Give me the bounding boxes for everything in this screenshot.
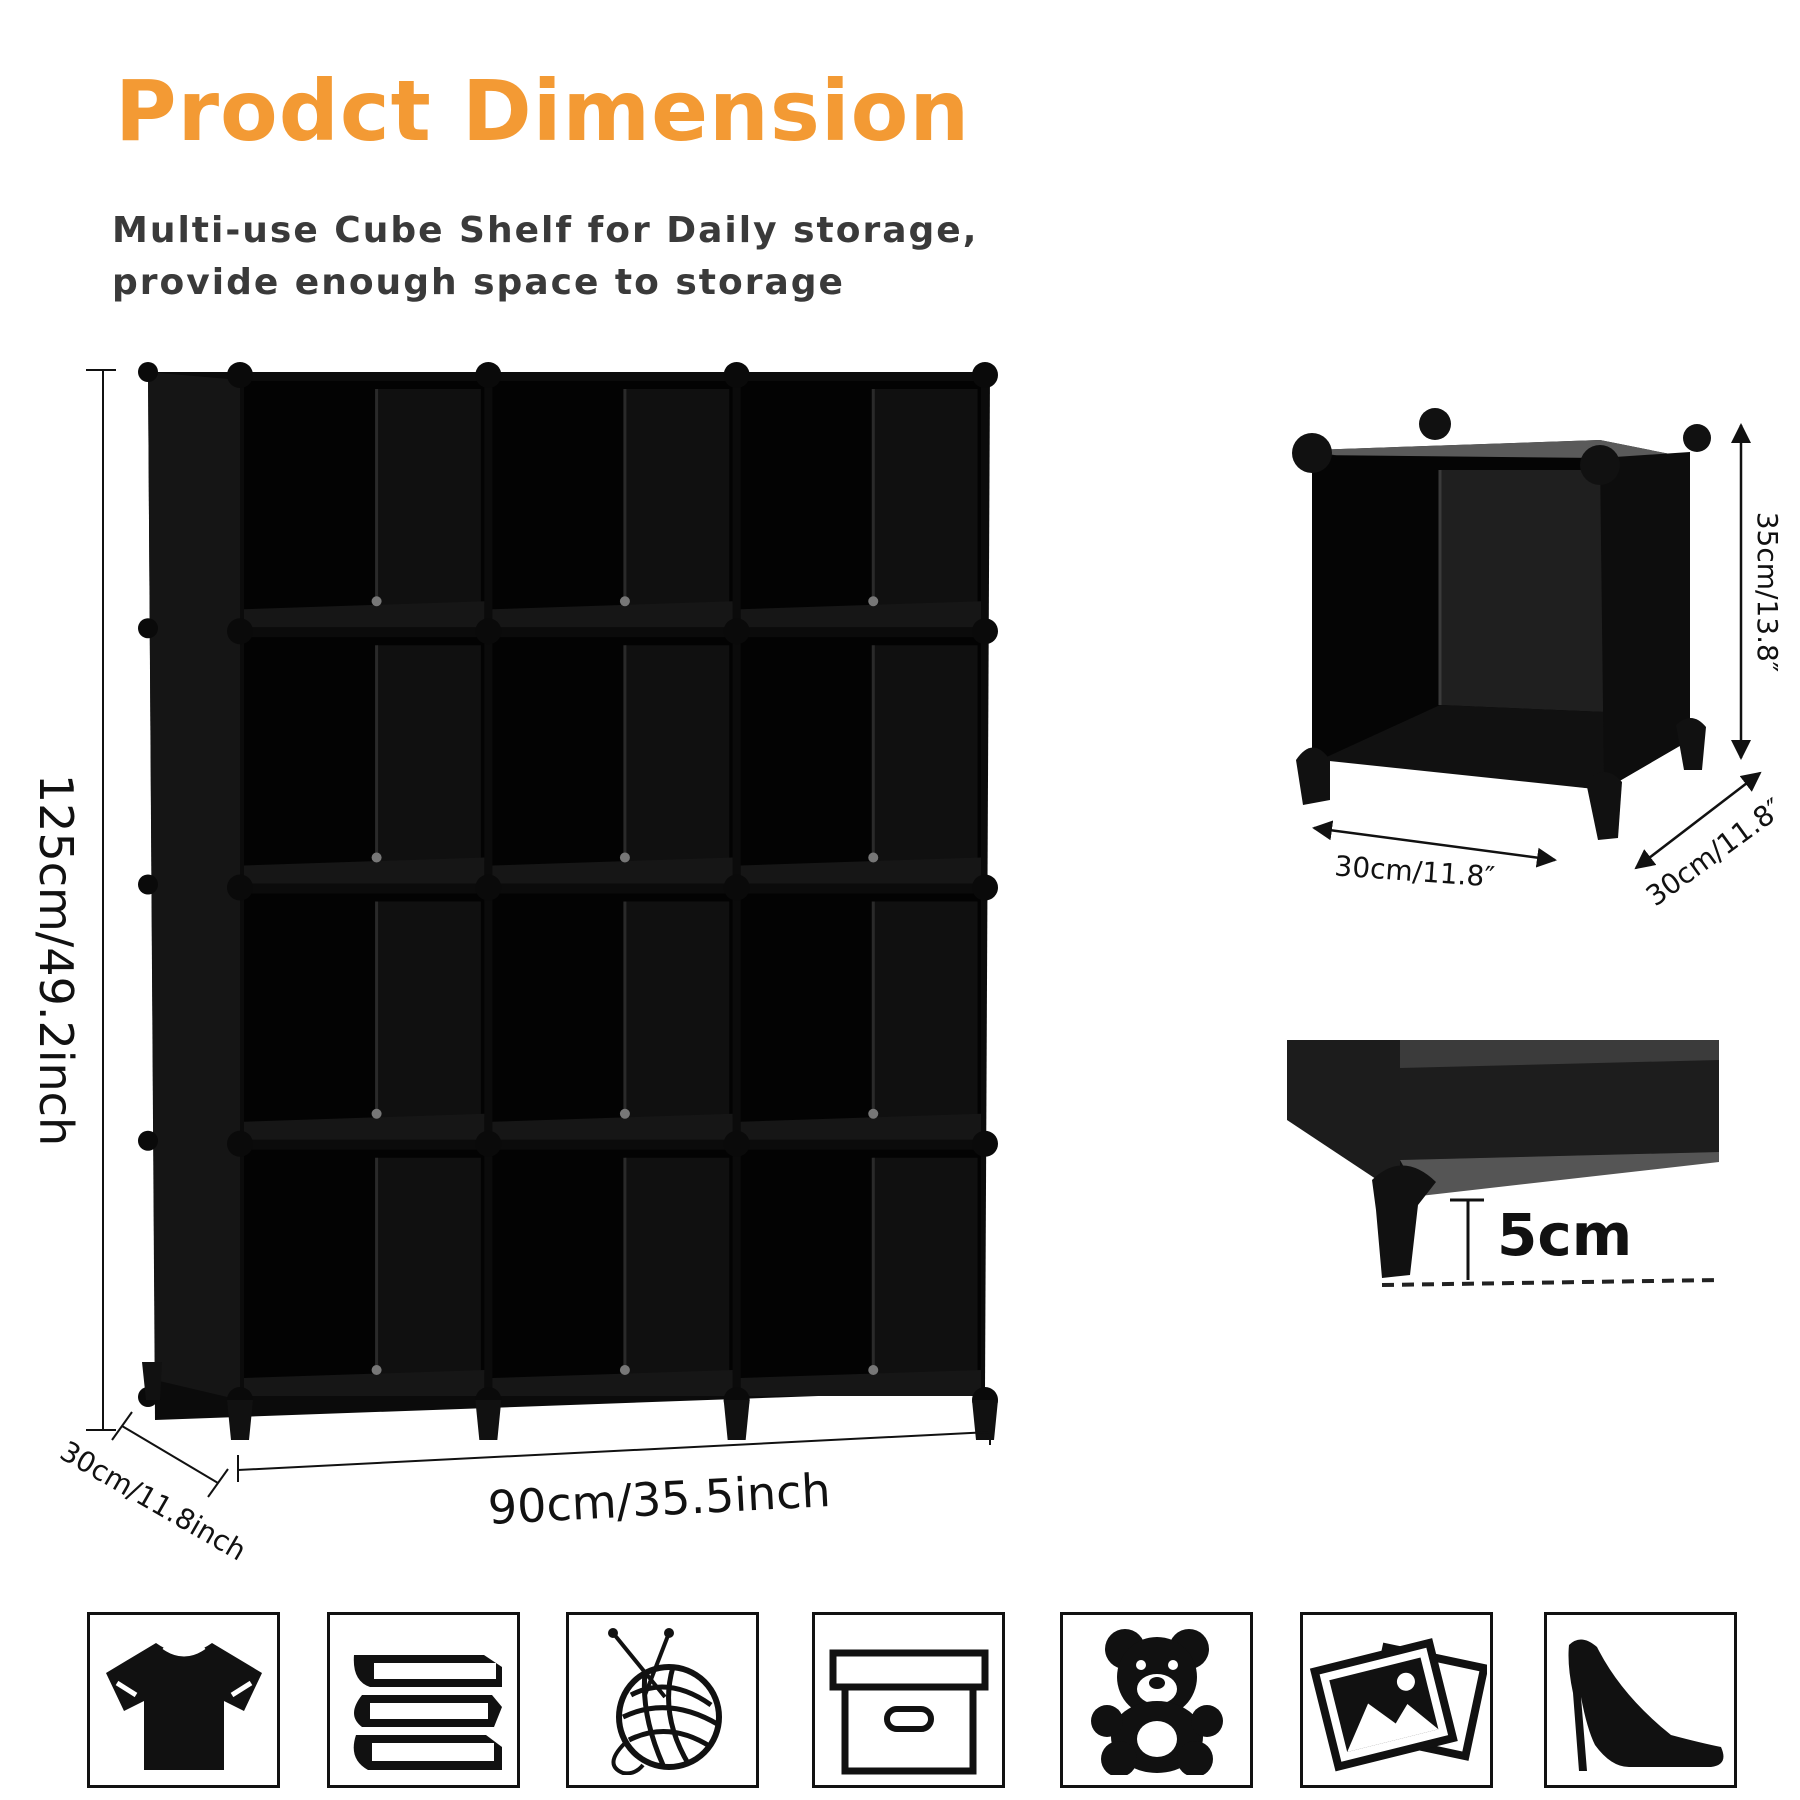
shelf-foot bbox=[475, 1400, 502, 1440]
shelf-connector bbox=[227, 362, 253, 388]
shelf-connector bbox=[723, 1130, 750, 1157]
cube-depth-label: 30cm/11.8″ bbox=[1640, 792, 1789, 913]
shelf-cube bbox=[492, 637, 733, 884]
shelf-cube bbox=[244, 381, 485, 628]
shelf-cube bbox=[492, 893, 733, 1140]
shelf-depth-label: 30cm/11.8inch bbox=[55, 1434, 252, 1567]
cube-height-label: 35cm/13.8″ bbox=[1751, 512, 1784, 673]
shelf-feet bbox=[142, 1362, 998, 1440]
cube-width-dimension: 30cm/11.8″ bbox=[1312, 820, 1557, 894]
cube-shelf bbox=[138, 362, 998, 1440]
shelf-height-label: 125cm/49.2inch bbox=[29, 774, 83, 1146]
cube-width-label: 30cm/11.8″ bbox=[1333, 849, 1495, 893]
books-icon bbox=[353, 1655, 502, 1770]
shelf-cube bbox=[244, 1149, 485, 1396]
shelf-connector bbox=[475, 618, 502, 645]
depth-dimension: 30cm/11.8inch bbox=[55, 1411, 252, 1567]
shelf-foot bbox=[723, 1400, 750, 1440]
teddy-bear-icon bbox=[1090, 1629, 1223, 1775]
shelf-connector bbox=[972, 874, 998, 901]
shelf-cube bbox=[492, 381, 733, 628]
subtitle-line-2: provide enough space to storage bbox=[112, 262, 845, 303]
shelf-cube bbox=[740, 893, 981, 1140]
shelf-connector bbox=[138, 362, 158, 382]
shelf-connector bbox=[138, 618, 158, 639]
shelf-foot bbox=[972, 1400, 998, 1440]
shelf-connector bbox=[475, 1130, 502, 1157]
foot-detail: 5cm bbox=[1287, 1040, 1720, 1287]
shelf-cube bbox=[492, 1149, 733, 1396]
shelf-cube bbox=[740, 1149, 981, 1396]
shelf-connector bbox=[723, 874, 750, 901]
shelf-connector bbox=[723, 618, 750, 645]
page-subtitle: Multi-use Cube Shelf for Daily storage, … bbox=[112, 205, 978, 309]
shelf-cells bbox=[148, 372, 981, 1400]
shelf-connector bbox=[475, 874, 502, 901]
usage-icon-yarn bbox=[566, 1612, 759, 1788]
subtitle-line-1: Multi-use Cube Shelf for Daily storage, bbox=[112, 210, 979, 251]
usage-icon-shoes bbox=[1544, 1612, 1737, 1788]
width-dimension: 90cm/35.5inch bbox=[237, 1418, 991, 1535]
shelf-connector bbox=[227, 618, 253, 645]
storage-box-icon bbox=[829, 1649, 988, 1775]
shelf-connector bbox=[475, 362, 502, 388]
shelf-side-panel bbox=[148, 372, 240, 1400]
shelf-foot bbox=[142, 1362, 162, 1400]
cube-height-dimension: 35cm/13.8″ bbox=[1731, 423, 1784, 760]
shelf-cube bbox=[740, 637, 981, 884]
shelf-connector bbox=[972, 618, 998, 645]
shelf-connector bbox=[138, 1130, 158, 1151]
photos-icon bbox=[1309, 1638, 1487, 1772]
foot-height-label: 5cm bbox=[1497, 1201, 1632, 1269]
height-dimension: 125cm/49.2inch bbox=[29, 369, 116, 1431]
shelf-foot bbox=[227, 1400, 253, 1440]
shelf-cube bbox=[740, 381, 981, 628]
high-heel-icon bbox=[1568, 1639, 1723, 1771]
shelf-connector bbox=[138, 874, 158, 895]
shelf-connector bbox=[723, 362, 750, 388]
shelf-connector bbox=[227, 1130, 253, 1157]
shelf-connector bbox=[972, 1130, 998, 1157]
shelf-cube bbox=[244, 637, 485, 884]
usage-icon-toys bbox=[1060, 1612, 1253, 1788]
usage-icon-photos bbox=[1300, 1612, 1493, 1788]
usage-icon-storage bbox=[812, 1612, 1005, 1788]
usage-icon-books bbox=[327, 1612, 520, 1788]
shelf-connector bbox=[227, 874, 253, 901]
cube-depth-dimension: 30cm/11.8″ bbox=[1634, 771, 1789, 913]
page-title: Prodct Dimension bbox=[115, 62, 971, 160]
shelf-width-label: 90cm/35.5inch bbox=[487, 1463, 832, 1535]
usage-icon-clothes bbox=[87, 1612, 280, 1788]
tshirt-icon bbox=[105, 1643, 262, 1770]
single-cube bbox=[1292, 408, 1711, 840]
shelf-connector bbox=[972, 362, 998, 388]
yarn-ball-icon bbox=[607, 1628, 722, 1775]
shelf-cube bbox=[244, 893, 485, 1140]
